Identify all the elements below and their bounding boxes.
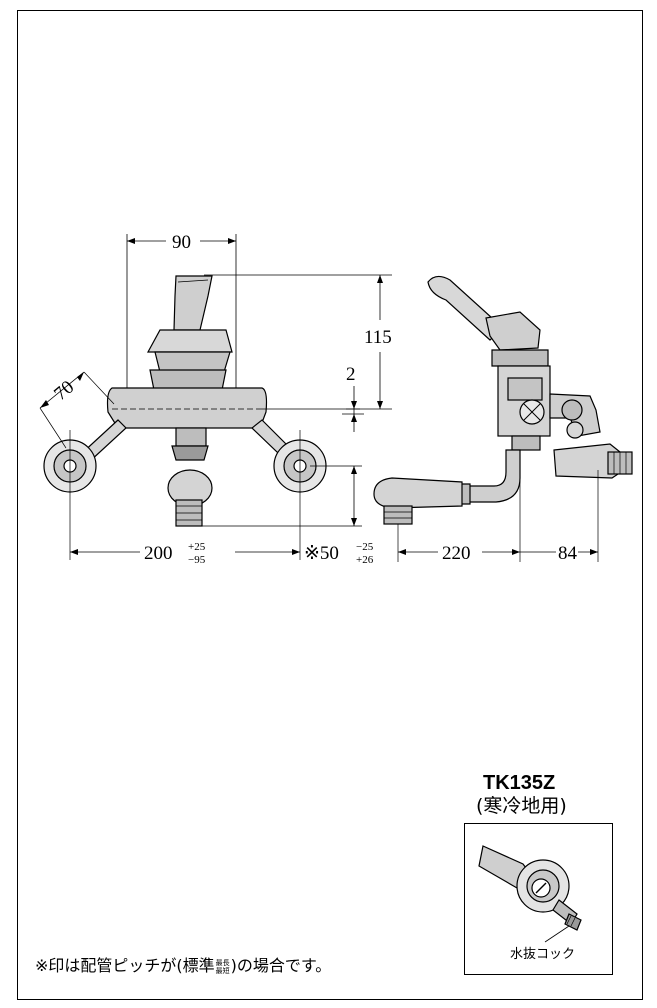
dim-width-top: 90 (172, 232, 191, 253)
side-view (373, 275, 633, 562)
footnote: ※印は配管ピッチが(標準最長最短)の場合です。 (35, 956, 331, 976)
dim-side-length: 220 (442, 543, 471, 564)
footnote-text-before: ※印は配管ピッチが(標準 (35, 956, 215, 975)
dim-depth-marked: ※50 (304, 543, 339, 564)
front-view (39, 234, 392, 560)
dim-offset-small: 2 (346, 364, 356, 385)
footnote-stacked-label: 最長最短 (216, 959, 230, 975)
drawing-frame (17, 10, 643, 1000)
inset-model-subtitle: (寒冷地用) (476, 795, 567, 817)
inset-detail-box: 水抜コック (464, 823, 613, 975)
footnote-text-after: )の場合です。 (230, 956, 332, 975)
dim-pitch: 200 (144, 543, 173, 564)
drain-cock-detail (478, 845, 582, 943)
dim-depth-tol-minus: −25 (356, 541, 374, 553)
drain-cock-label: 水抜コック (510, 947, 576, 962)
dim-angle-offset: 70 (50, 377, 78, 405)
dim-side-depth: 84 (558, 543, 578, 564)
dim-height-total: 115 (364, 327, 392, 348)
footnote-stack-bottom: 最短 (215, 966, 230, 975)
dim-pitch-tol-plus: +25 (188, 541, 206, 553)
inset-model-name: TK135Z (483, 772, 556, 794)
dim-depth-tol-plus: +26 (356, 554, 374, 566)
footnote-stack-top: 最長 (215, 958, 230, 967)
dim-pitch-tol-minus: −95 (188, 554, 206, 566)
